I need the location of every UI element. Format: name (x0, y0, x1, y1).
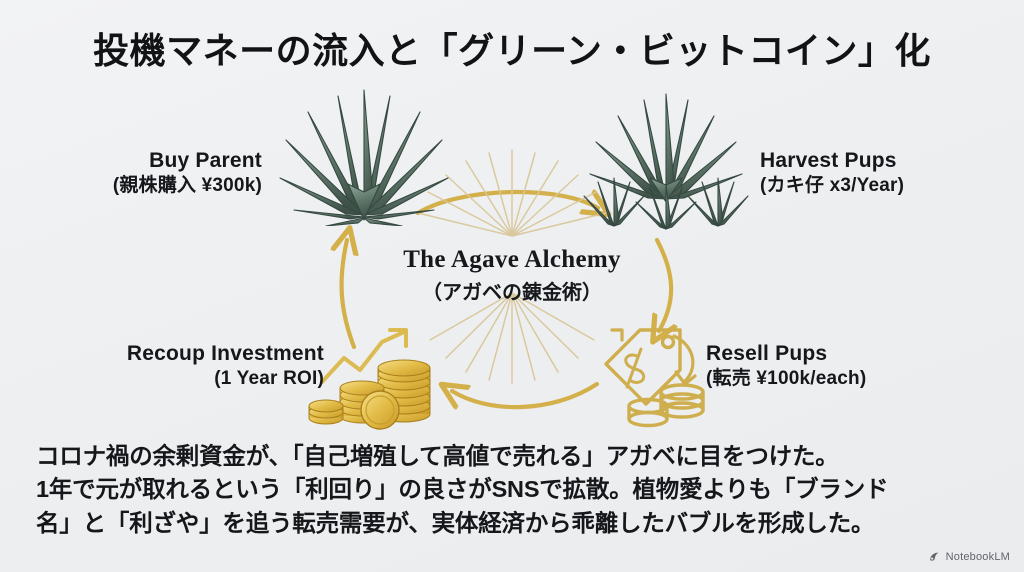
caption-paragraph: コロナ禍の余剰資金が、「自己増殖して高値で売れる」アガベに目をつけた。 1年で元… (36, 440, 994, 540)
node-label-recoup-investment-jp: (1 Year ROI) (214, 367, 324, 389)
notebooklm-logo-icon (929, 552, 939, 561)
page-title: 投機マネーの流入と「グリーン・ビットコイン」化 (93, 30, 931, 71)
caption-line-1: コロナ禍の余剰資金が、「自己増殖して高値で売れる」アガベに目をつけた。 (36, 443, 839, 469)
node-label-buy-parent-en: Buy Parent (149, 149, 262, 172)
node-label-harvest-pups-jp: (カキ仔 x3/Year) (760, 174, 905, 196)
notebooklm-watermark: NotebookLM (929, 551, 1010, 563)
node-label-resell-pups: Resell Pups (転売 ¥100k/each) (706, 341, 866, 390)
caption-line-3: 名」と「利ざや」を追う転売需要が、実体経済から乖離したバブルを形成した。 (36, 509, 875, 536)
sunburst-bottom-icon (429, 292, 595, 384)
agave-with-pups-icon (576, 86, 756, 235)
agave-cycle-diagram: Buy Parent (親株購入 ¥300k) Harvest Pups (カキ… (0, 88, 1024, 438)
node-label-harvest-pups-en: Harvest Pups (760, 149, 897, 172)
diagram-center-label-jp: （アガベの錬金術） (422, 282, 602, 304)
node-label-resell-pups-en: Resell Pups (706, 342, 828, 365)
price-tag-coins-icon (596, 320, 716, 433)
agave-plant-icon (278, 86, 450, 231)
node-label-buy-parent: Buy Parent (親株購入 ¥300k) (113, 148, 262, 197)
arrow-right-harvest-to-resell (657, 237, 671, 331)
node-label-buy-parent-jp: (親株購入 ¥300k) (112, 174, 262, 196)
diagram-center-label: The Agave Alchemy （アガベの錬金術） (0, 246, 1024, 305)
diagram-center-label-en: The Agave Alchemy (403, 246, 621, 273)
node-label-recoup-investment-en: Recoup Investment (126, 342, 324, 365)
arrow-bottom-resell-to-recoup (452, 384, 600, 407)
gold-coins-growth-icon (308, 326, 448, 435)
notebooklm-watermark-label: NotebookLM (945, 551, 1010, 563)
node-label-resell-pups-jp: (転売 ¥100k/each) (706, 367, 867, 389)
node-label-recoup-investment: Recoup Investment (1 Year ROI) (127, 341, 324, 390)
node-label-harvest-pups: Harvest Pups (カキ仔 x3/Year) (760, 148, 904, 197)
caption-line-2: 1年で元が取れるという「利回り」の良さがSNSで拡散。植物愛よりも「ブランド (36, 476, 889, 503)
